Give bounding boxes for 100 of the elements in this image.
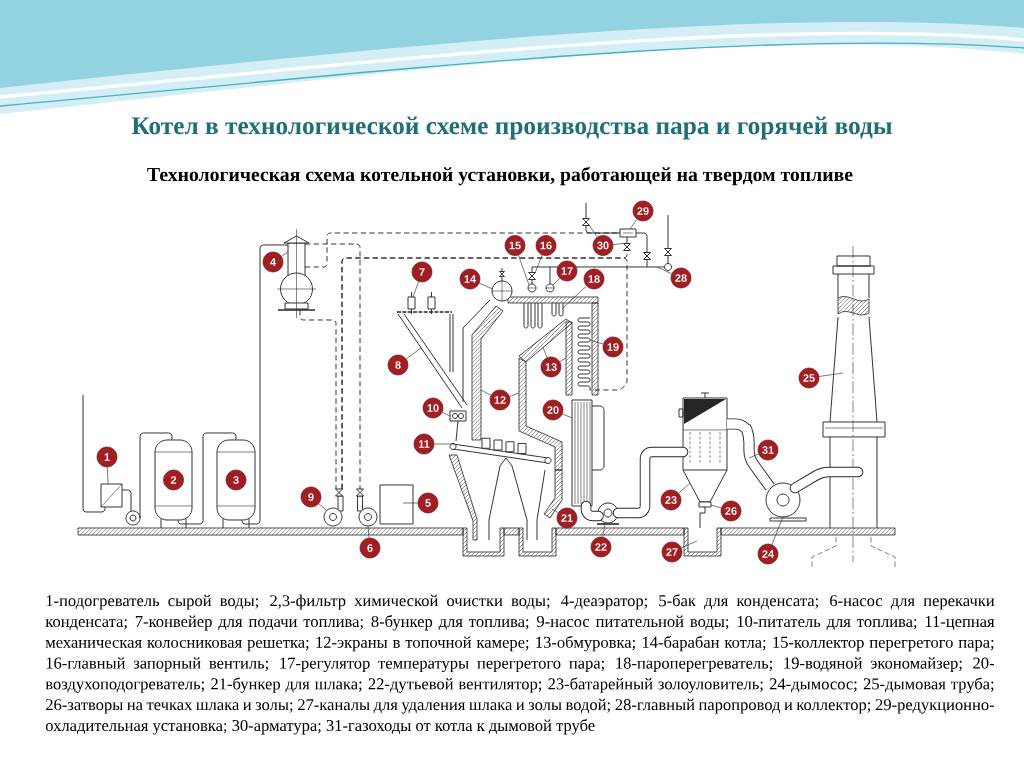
leader-line	[748, 453, 759, 459]
gas-duct	[727, 418, 775, 491]
leader-line	[678, 482, 691, 494]
leader-line	[107, 467, 109, 485]
pipe	[626, 236, 628, 244]
callout-number: 27	[661, 541, 683, 563]
pump	[125, 510, 141, 526]
leader-line	[534, 254, 543, 274]
pipe	[667, 214, 669, 264]
pipe	[121, 489, 132, 512]
slag-channel	[462, 527, 505, 557]
subheading: Технологическая схема котельной установки, работающей на твердом топливе	[147, 166, 853, 186]
callout-number: 26	[720, 500, 742, 522]
callout-number: 3	[225, 469, 247, 491]
leader-line	[771, 516, 784, 545]
callout-number: 14	[459, 268, 481, 290]
leader-line	[589, 339, 604, 345]
leader-line	[629, 219, 638, 230]
leader-line	[612, 243, 624, 245]
callout-number: 24	[757, 543, 779, 565]
callout-number: 8	[387, 354, 409, 376]
callout-number: 13	[540, 356, 562, 378]
brick-wall	[565, 321, 573, 396]
furnace-wall	[462, 299, 504, 441]
gate-valve	[698, 501, 712, 529]
slag-hopper	[543, 469, 563, 519]
leader-line	[818, 372, 844, 377]
callout-number: 23	[660, 489, 682, 511]
leader-line	[318, 503, 327, 511]
leader-line	[412, 281, 419, 298]
pipe	[177, 432, 237, 525]
leader-line	[681, 540, 698, 549]
fuel-conveyor	[396, 291, 453, 315]
callout-number: 31	[757, 439, 779, 461]
ash-hopper	[499, 457, 546, 541]
stop-valve	[528, 272, 536, 280]
chimney	[832, 255, 875, 316]
leader-line	[656, 266, 672, 275]
callout-number: 16	[535, 235, 557, 256]
temperature-regulator	[545, 266, 555, 293]
leader-line	[710, 504, 722, 509]
chimney	[822, 316, 886, 529]
superheater-coil	[523, 302, 564, 329]
fuel-feeder	[449, 410, 467, 442]
callout-number: 1	[96, 446, 118, 468]
leader-line	[406, 347, 422, 360]
callout-number: 18	[583, 268, 605, 290]
callout-number: 19	[602, 336, 624, 358]
callout-number: 7	[411, 261, 433, 283]
leader-line	[281, 251, 289, 257]
leader-line	[479, 282, 493, 290]
pipe	[82, 394, 106, 513]
heading: Котел в технологической схеме производства пара и горячей воды	[131, 116, 892, 140]
pump	[356, 488, 378, 527]
air-heater	[571, 399, 605, 507]
pipe	[241, 244, 289, 525]
leader-line	[509, 392, 520, 397]
pipe	[635, 232, 648, 268]
callout-number: 4	[262, 251, 284, 273]
leader-line	[434, 443, 456, 445]
pipe	[531, 266, 533, 273]
deaerator	[276, 228, 317, 319]
leader-line	[562, 413, 573, 419]
callout-number: 30	[592, 235, 614, 256]
leader-line	[518, 254, 530, 286]
callout-number: 20	[542, 399, 564, 421]
leader-line	[551, 508, 559, 513]
leader-line	[552, 277, 561, 286]
pipe	[585, 225, 621, 234]
callout-number: 28	[670, 267, 692, 289]
callout-number: 11	[413, 433, 435, 455]
caption: 1-подогреватель сырой воды; 2,3-фильтр химической очистки воды; 4-деаэратор; 5-бак для конденсата; 6-насос для перекачки конденсата; 7-конвейер для подачи топлива; 8-бункер для топлива; 9-насос питательной воды; 10-питатель для топлива; 11-цепная механическая колосниковая решетка; 12-экраны в топочной камере; 13-обмуровка; 14-барабан котла; 15-коллектор перегретого пара; 16-главный запорный вентиль; 17-регулятор температуры перегретого пара; 18-пароперегреватель; 19-водяной экономайзер; 20-воздухоподогреватель; 21-бункер для шлака; 22-дутьевой вентилятор; 23-батарейный золоуловитель; 24-дымосос; 25-дымовая труба; 26-затворы на течках шлака и золы; 27-каналы для удаления шлака и золы водой; 28-главный паропровод и коллектор; 29-редукционно-охладительная установка; 30-арматура; 31-газоходы от котла к дымовой трубе	[45, 594, 995, 735]
pump	[323, 488, 344, 527]
leader-line	[442, 412, 451, 417]
steam-collector	[527, 283, 537, 293]
valve	[582, 218, 590, 226]
dashed-line	[299, 309, 337, 490]
callout-number: 5	[417, 492, 439, 514]
ash-hopper	[448, 454, 501, 541]
callout-number: 2	[163, 469, 184, 491]
duct	[789, 466, 864, 494]
leader-line	[588, 224, 598, 238]
leader-line	[480, 389, 492, 396]
slag-channel	[518, 527, 557, 557]
furnace-wall	[518, 357, 563, 471]
leader-line	[602, 522, 606, 538]
leader-line	[402, 502, 418, 504]
boiler-drum	[491, 267, 513, 302]
slag-channel	[683, 527, 722, 557]
blower-fan	[596, 502, 620, 525]
valve	[623, 243, 631, 251]
callout-number: 9	[300, 486, 322, 508]
callout-number: 10	[422, 397, 444, 419]
smoke-exhauster	[765, 482, 807, 522]
callout-number: 12	[489, 389, 511, 411]
leader-line	[562, 285, 587, 309]
callout-number: 22	[590, 536, 612, 558]
callout-number: 17	[556, 260, 578, 282]
ash-collector	[678, 392, 728, 503]
economizer-coil	[577, 317, 591, 391]
